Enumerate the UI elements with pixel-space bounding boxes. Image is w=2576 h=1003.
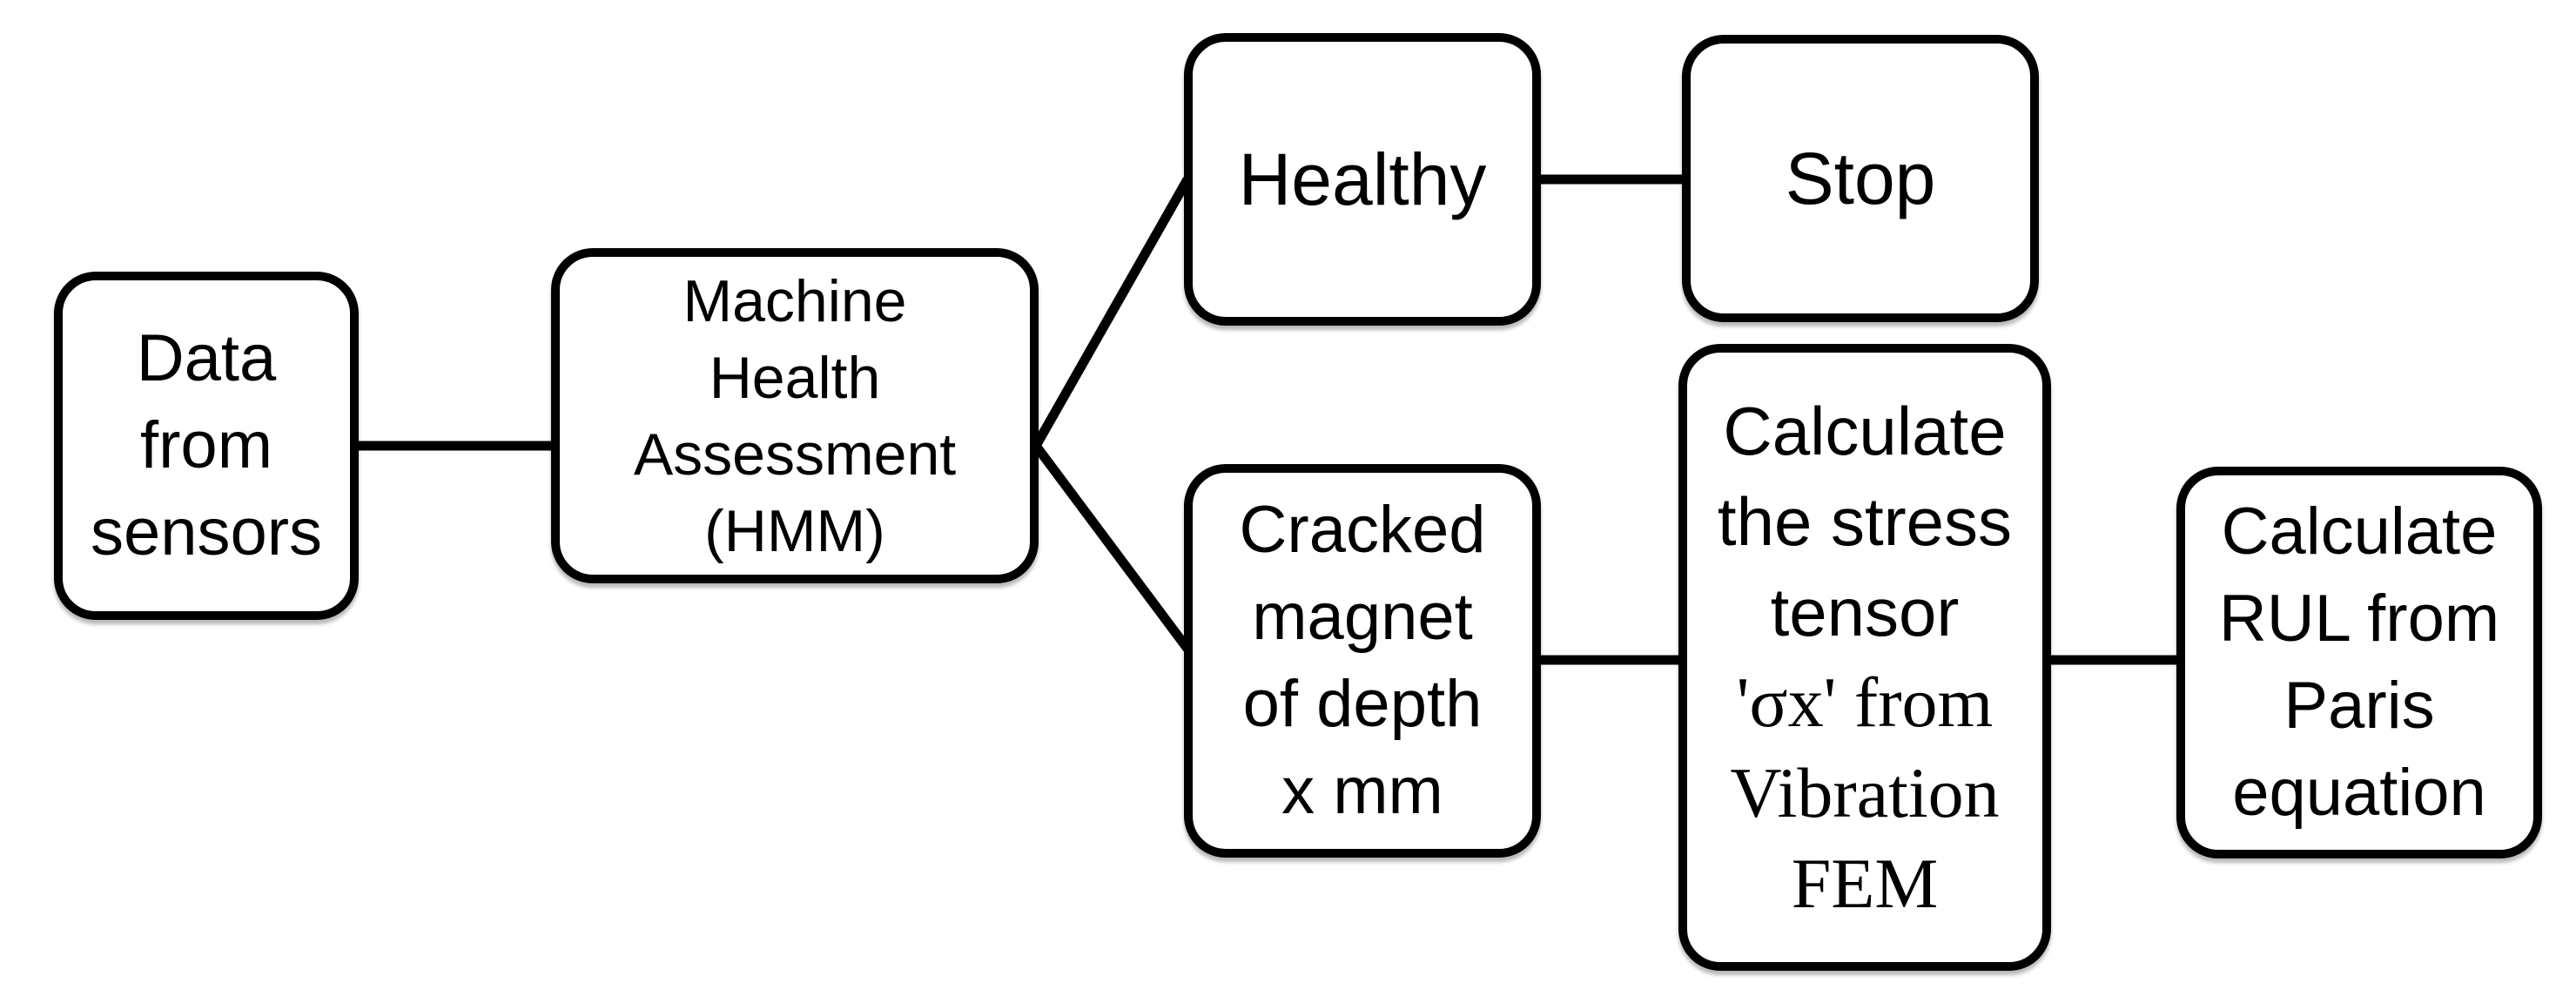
node-healthy: Healthy xyxy=(1184,33,1541,326)
node-calculate-stress-tensor-label-sans: Calculate the stress tensor xyxy=(1717,393,2013,650)
node-calculate-rul: Calculate RUL from Paris equation xyxy=(2176,467,2542,858)
node-calculate-stress-tensor-label-group: Calculate the stress tensor'σx' from Vib… xyxy=(1718,386,2012,929)
node-cracked-magnet: Cracked magnet of depth x mm xyxy=(1184,464,1541,858)
node-stop: Stop xyxy=(1682,35,2039,322)
node-machine-health-assessment: Machine Health Assessment (HMM) xyxy=(551,248,1039,583)
node-calculate-stress-tensor-label-serif: 'σx' from Vibration FEM xyxy=(1730,663,2000,923)
node-machine-health-assessment-label: Machine Health Assessment (HMM) xyxy=(633,267,957,564)
node-data-from-sensors: Data from sensors xyxy=(54,272,359,620)
node-healthy-label: Healthy xyxy=(1238,138,1487,220)
node-stop-label: Stop xyxy=(1785,138,1936,219)
edge-hmm-to-healthy-line xyxy=(1032,177,1192,448)
node-cracked-magnet-label: Cracked magnet of depth x mm xyxy=(1239,493,1486,828)
edge-hmm-to-cracked-line xyxy=(1032,442,1192,652)
node-data-from-sensors-label: Data from sensors xyxy=(90,321,323,569)
node-calculate-rul-label: Calculate RUL from Paris equation xyxy=(2218,495,2500,830)
node-calculate-stress-tensor: Calculate the stress tensor'σx' from Vib… xyxy=(1678,344,2051,971)
